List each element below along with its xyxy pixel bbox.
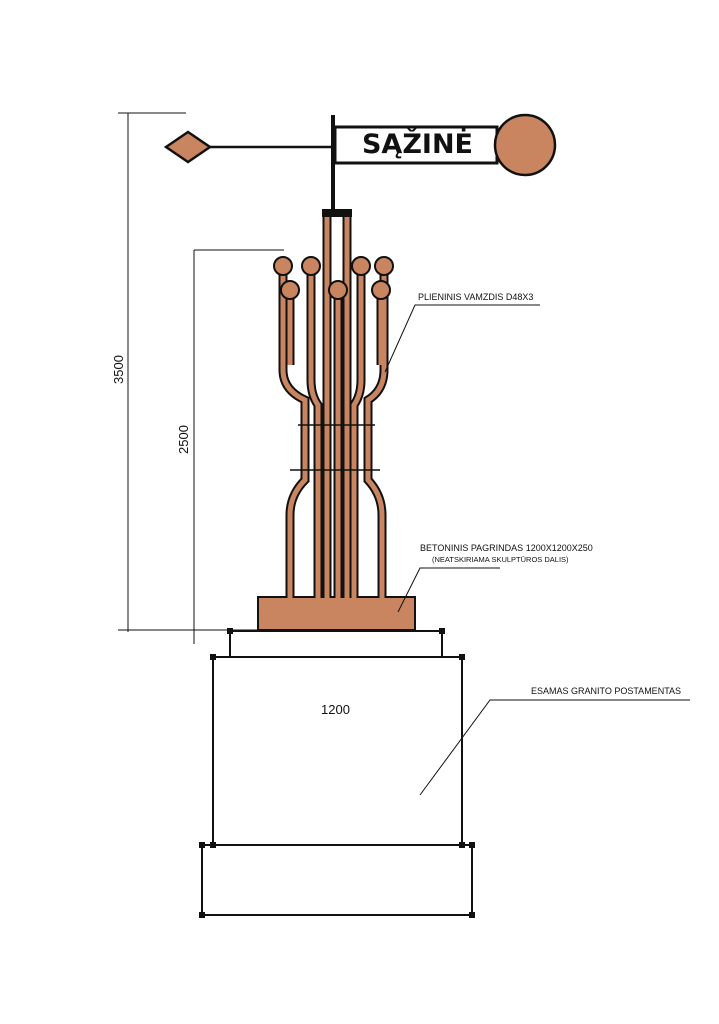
steel-pipes-fill — [280, 212, 387, 598]
leader-lines — [384, 304, 690, 796]
pipe-rings — [290, 424, 380, 471]
label-concrete-base-note: (NEATSKIRIAMA SKULPTŪROS DALIS) — [432, 555, 569, 564]
pipe-ball-ends — [273, 256, 394, 300]
pipe-cap — [322, 209, 352, 217]
label-concrete-base: BETONINIS PAGRINDAS 1200X1200X250 — [420, 543, 593, 553]
label-steel-pipe: PLIENINIS VAMZDIS D48X3 — [418, 292, 534, 302]
dimension-total-height: 3500 — [110, 355, 126, 384]
concrete-base — [257, 596, 416, 631]
dimension-sculpture-height: 2500 — [175, 425, 191, 454]
arrow-head-icon — [163, 130, 213, 164]
granite-pedestal — [199, 628, 475, 918]
sign-frame — [333, 125, 499, 165]
label-granite-pedestal: ESAMAS GRANITO POSTAMENTAS — [531, 686, 682, 696]
dimension-base-width: 1200 — [321, 702, 350, 717]
sign-text: SĄŽINĖ — [361, 129, 473, 160]
sun-disc — [493, 113, 557, 177]
